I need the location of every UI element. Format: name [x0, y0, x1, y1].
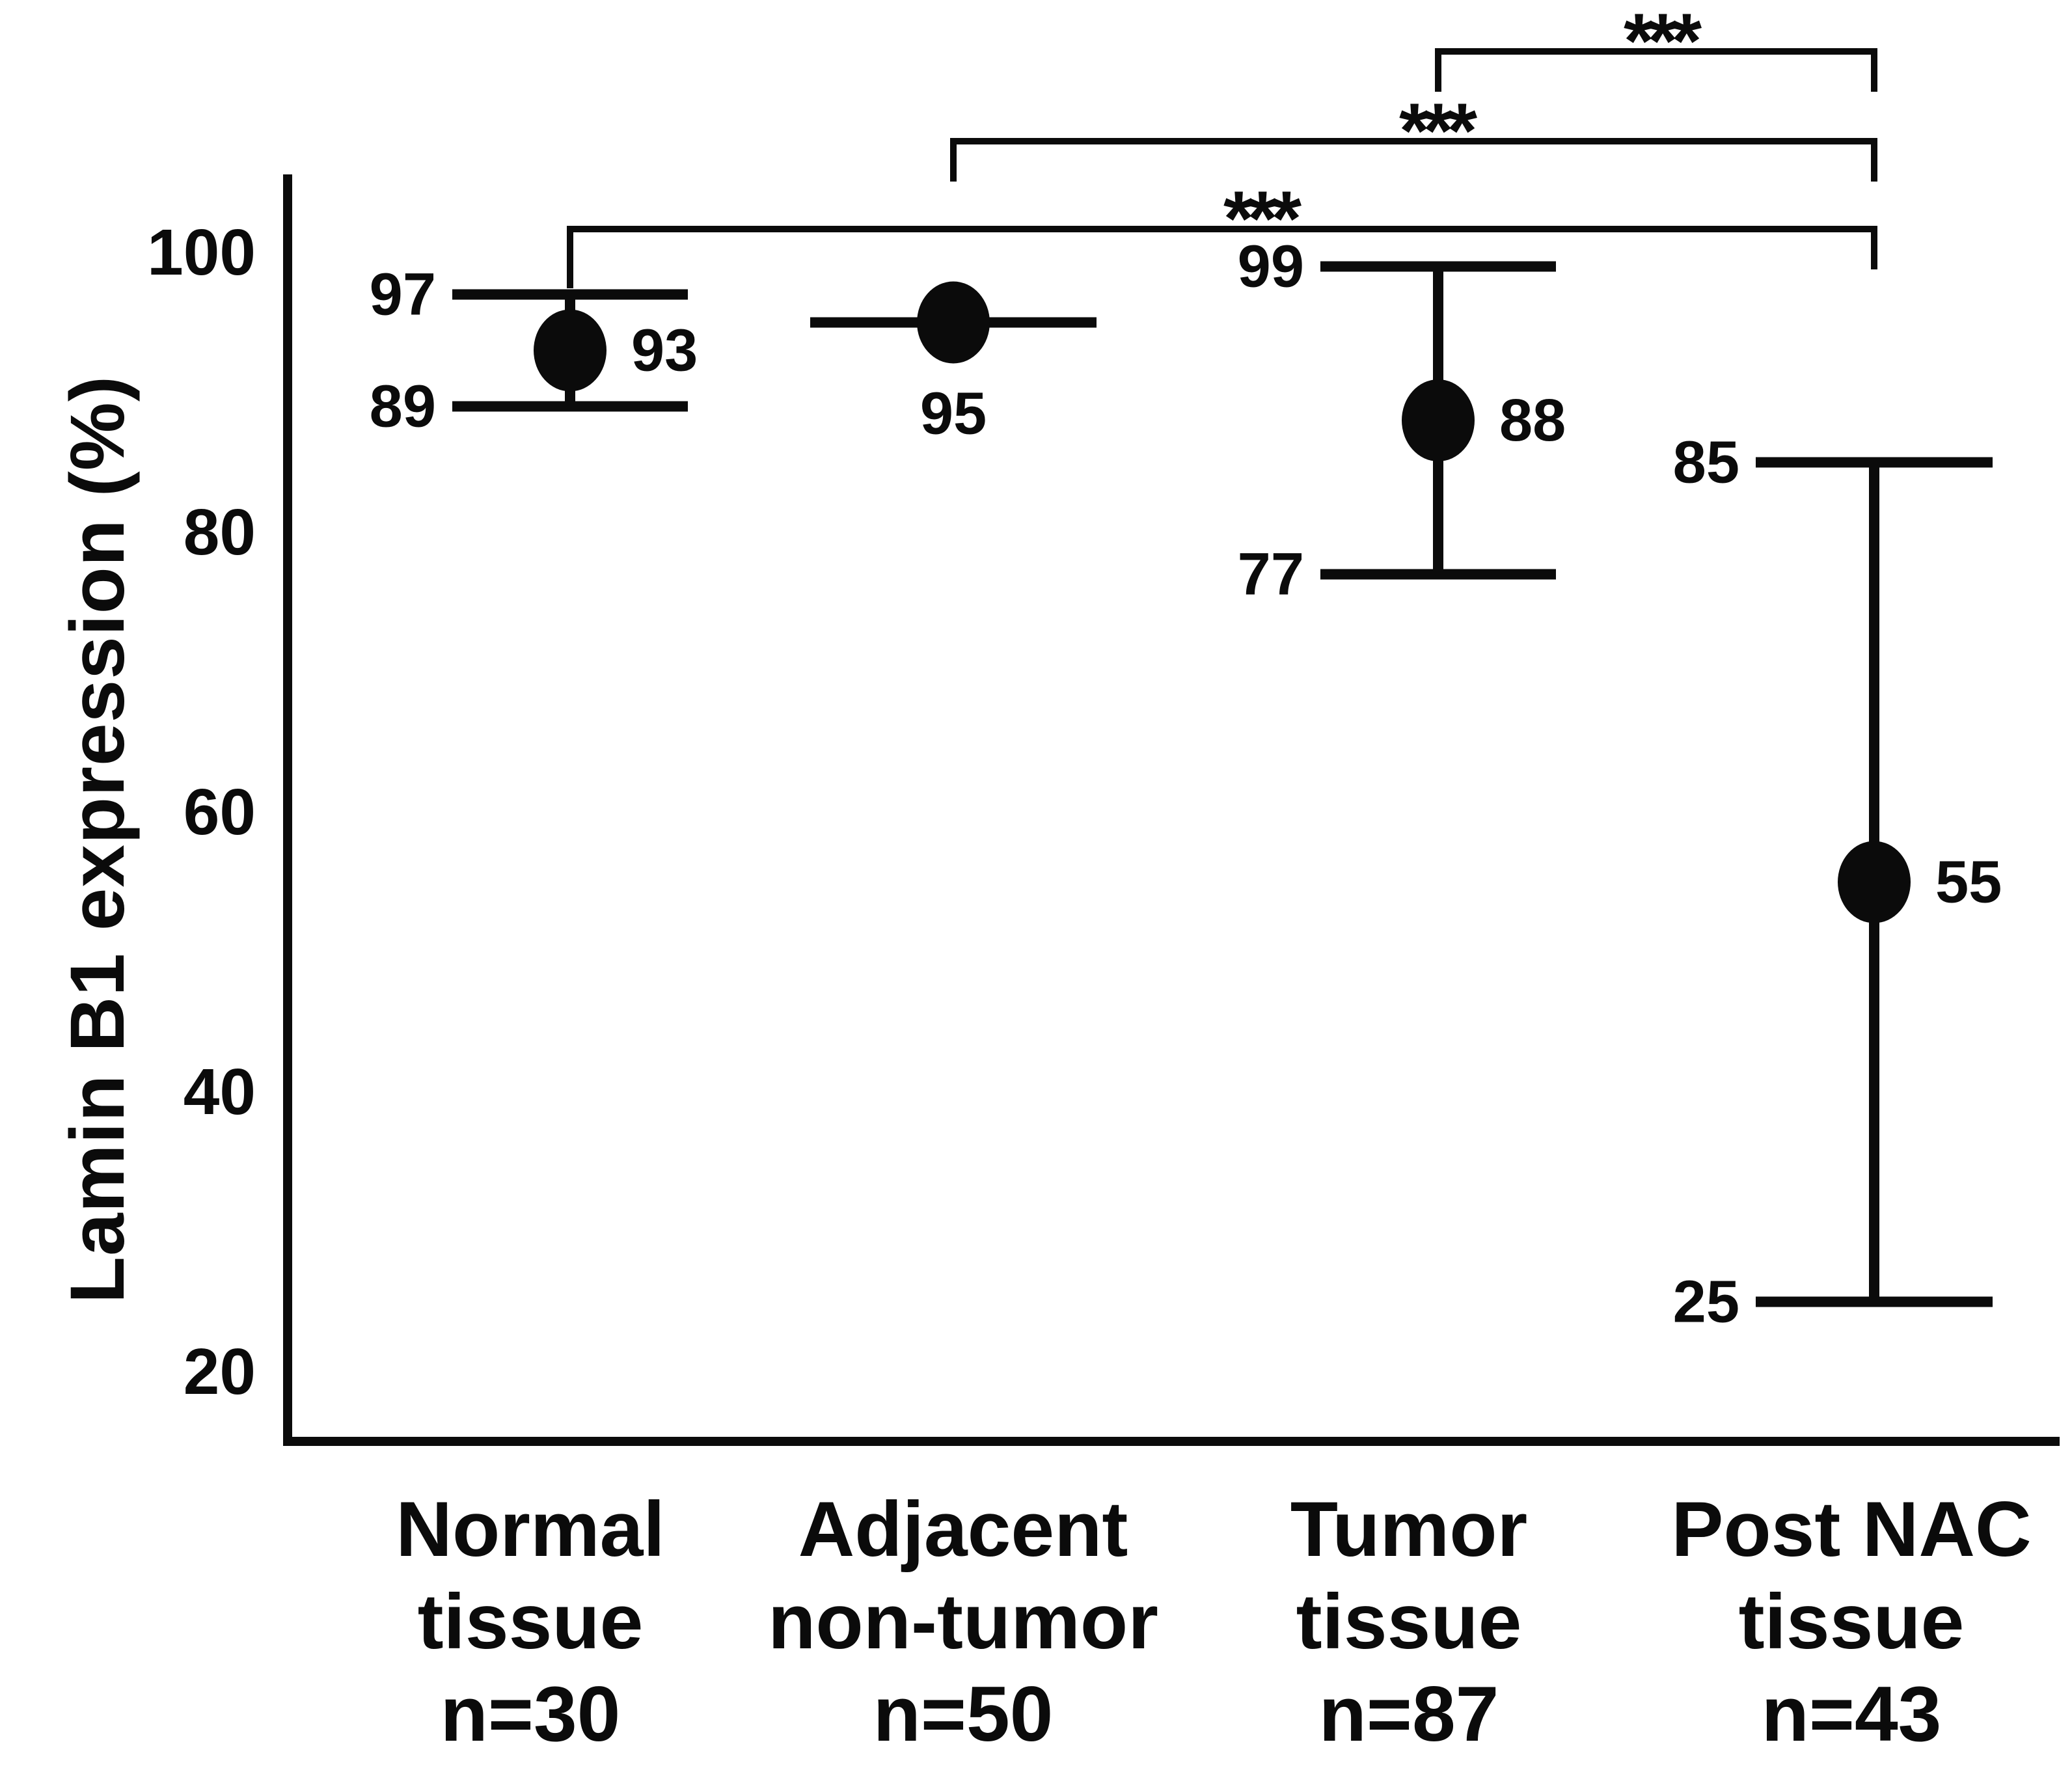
significance-bracket [950, 138, 1877, 182]
value-label-low: 25 [1673, 1269, 1739, 1335]
value-label-median: 55 [1935, 849, 2002, 916]
value-label-median: 95 [920, 381, 987, 447]
data-point [917, 281, 990, 364]
category-label-line: n=30 [441, 1670, 621, 1758]
category-label-line: Adjacent [798, 1486, 1128, 1573]
category-label-line: tissue [418, 1578, 644, 1665]
y-tick-label: 100 [147, 216, 256, 289]
category-label-line: tissue [1296, 1578, 1522, 1665]
category-label-line: Post NAC [1671, 1486, 2031, 1573]
significance-stars: *** [1624, 0, 1702, 85]
value-label-low: 77 [1238, 541, 1304, 608]
significance-bracket [567, 226, 1877, 288]
category-label-line: tissue [1739, 1578, 1965, 1665]
value-label-high: 85 [1673, 429, 1739, 496]
value-label-low: 89 [370, 374, 436, 440]
category-label-line: Tumor [1290, 1486, 1527, 1573]
category-label-line: Normal [396, 1486, 664, 1573]
data-point [534, 309, 607, 392]
y-tick-label: 80 [184, 496, 256, 569]
y-tick-label: 60 [184, 776, 256, 849]
category-label-line: n=43 [1762, 1670, 1942, 1758]
y-tick-label: 20 [184, 1335, 256, 1408]
value-label-high: 99 [1238, 234, 1304, 300]
category-label-line: non-tumor [768, 1578, 1158, 1665]
value-label-median: 88 [1499, 387, 1566, 454]
significance-bracket [1435, 48, 1877, 92]
category-label-line: n=87 [1319, 1670, 1499, 1758]
significance-stars: *** [1399, 87, 1477, 174]
value-label-median: 93 [631, 318, 698, 384]
data-point [1402, 379, 1475, 461]
significance-stars: *** [1223, 175, 1302, 262]
value-label-high: 97 [370, 262, 436, 328]
y-tick-label: 40 [184, 1055, 256, 1128]
category-label-line: n=50 [873, 1670, 1054, 1758]
data-point [1838, 841, 1911, 923]
